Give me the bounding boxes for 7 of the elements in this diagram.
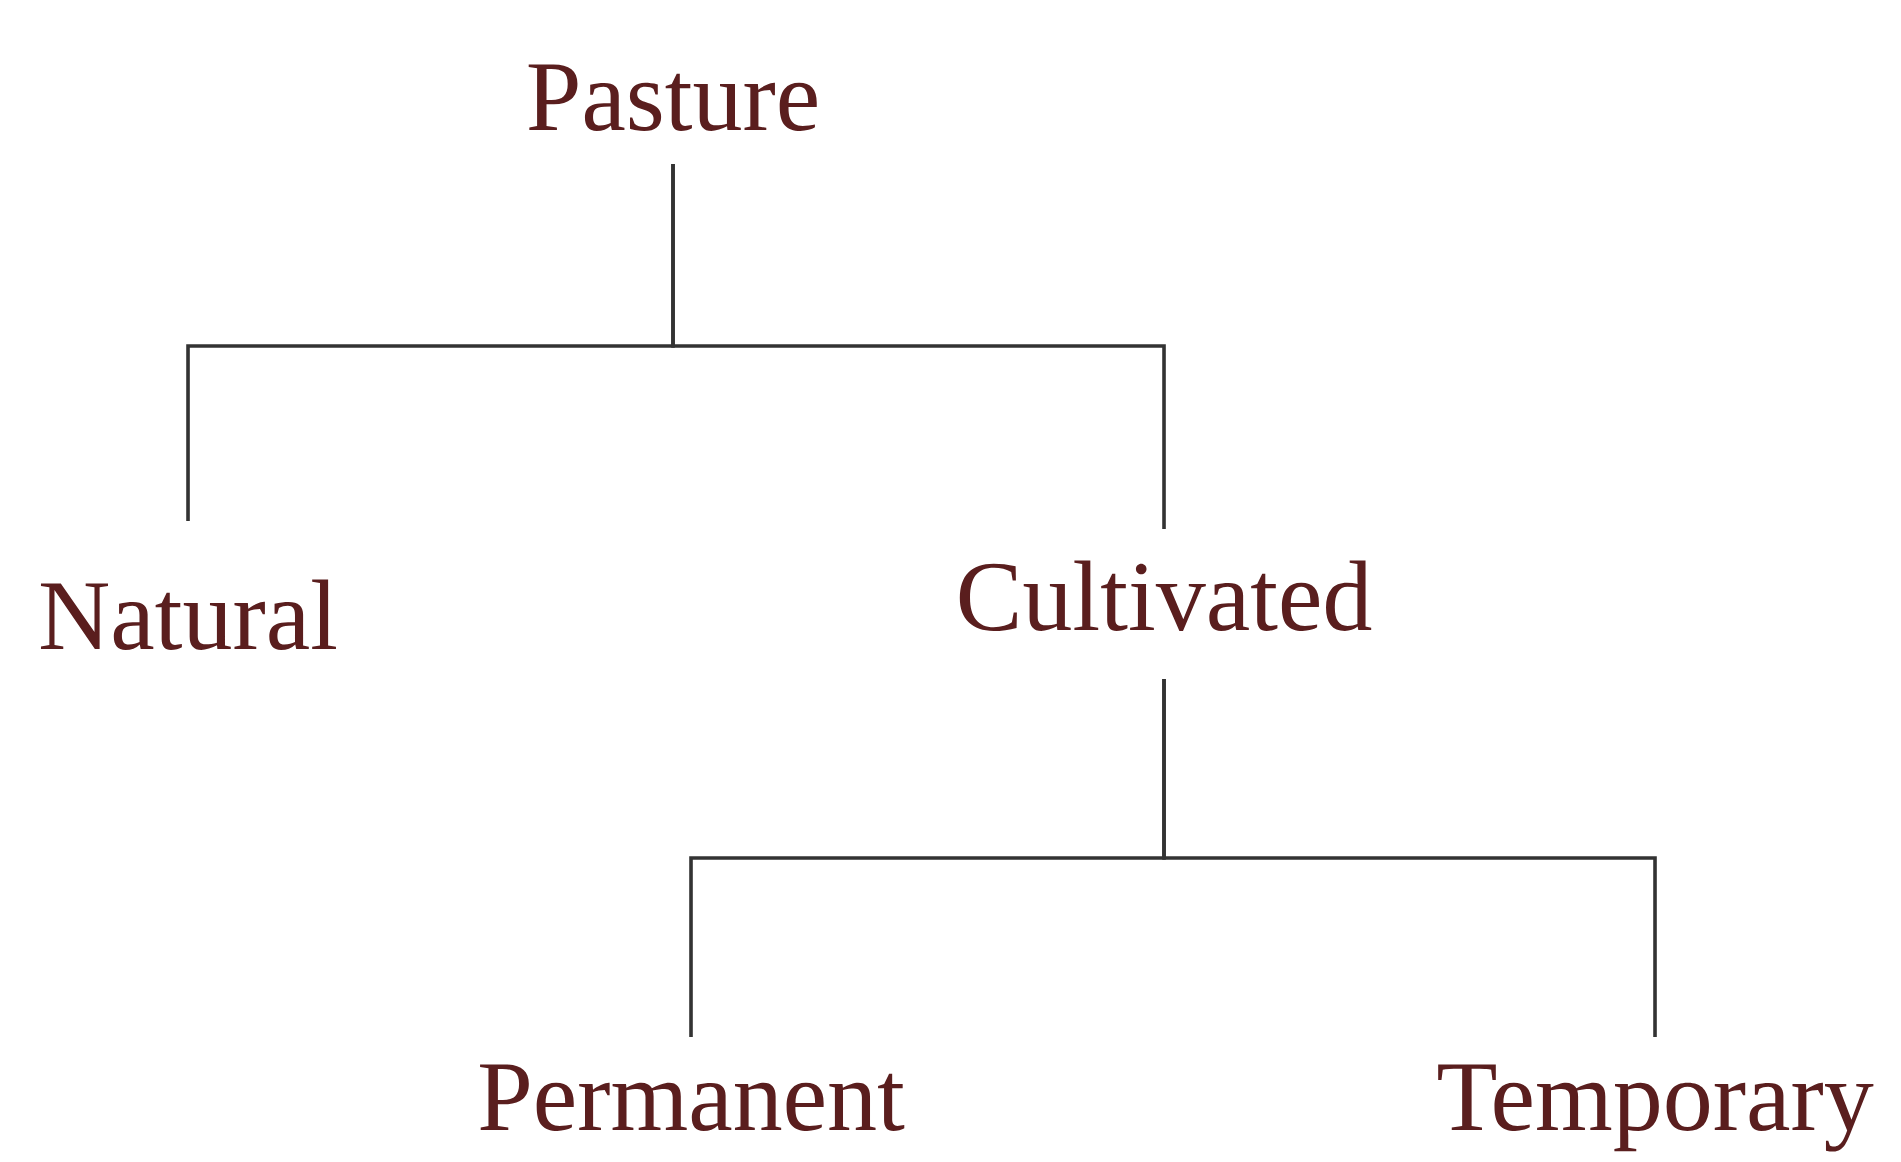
connector-line — [1162, 679, 1657, 1037]
tree-label: Temporary — [1438, 1064, 1874, 1152]
tree-label: Permanent — [480, 1064, 905, 1131]
tree-label: Natural — [40, 579, 336, 650]
connector-line — [671, 164, 1166, 529]
tree-label: Pasture — [528, 64, 817, 131]
tree-label: Cultivated — [959, 560, 1372, 631]
